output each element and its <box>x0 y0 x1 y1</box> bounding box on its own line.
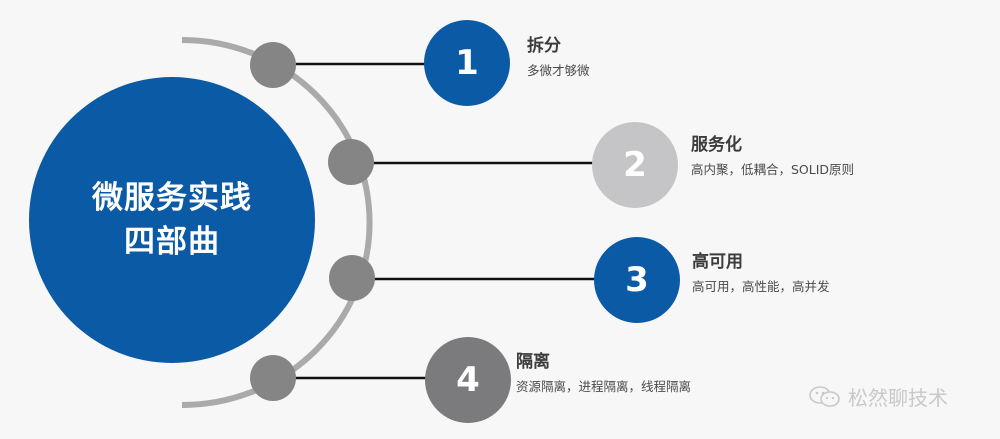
step-3-number-badge: 3 <box>594 237 680 323</box>
center-title-line1: 微服务实践 <box>92 180 252 216</box>
step-3-desc: 高可用，高性能，高并发 <box>692 279 830 294</box>
arc-dot-4 <box>250 355 296 401</box>
watermark-text: 松然聊技术 <box>848 386 948 410</box>
watermark: 松然聊技术 <box>808 382 948 411</box>
step-2-label: 服务化 高内聚，低耦合，SOLID原则 <box>691 133 854 181</box>
center-title: 微服务实践 四部曲 <box>29 176 315 264</box>
step-2-desc: 高内聚，低耦合，SOLID原则 <box>691 162 855 177</box>
step-1-number-badge: 1 <box>424 20 510 106</box>
center-circle <box>29 77 315 363</box>
arc-dot-3 <box>329 255 375 301</box>
step-3-title: 高可用 <box>692 252 743 272</box>
step-4-title: 隔离 <box>516 352 550 372</box>
step-4-number-badge: 4 <box>425 337 511 423</box>
center-title-line2: 四部曲 <box>124 224 220 260</box>
step-1-label: 拆分 多微才够微 <box>527 34 590 82</box>
step-1-desc: 多微才够微 <box>527 63 590 78</box>
step-2-title: 服务化 <box>691 135 742 155</box>
step-4-label: 隔离 资源隔离，进程隔离，线程隔离 <box>516 350 691 398</box>
step-2-number-badge: 2 <box>592 122 678 208</box>
arc-dot-2 <box>328 139 374 185</box>
step-4-desc: 资源隔离，进程隔离，线程隔离 <box>516 379 692 394</box>
arc-dot-1 <box>250 42 296 88</box>
step-1-title: 拆分 <box>527 36 561 56</box>
wechat-icon <box>809 385 840 407</box>
step-3-label: 高可用 高可用，高性能，高并发 <box>692 250 830 298</box>
